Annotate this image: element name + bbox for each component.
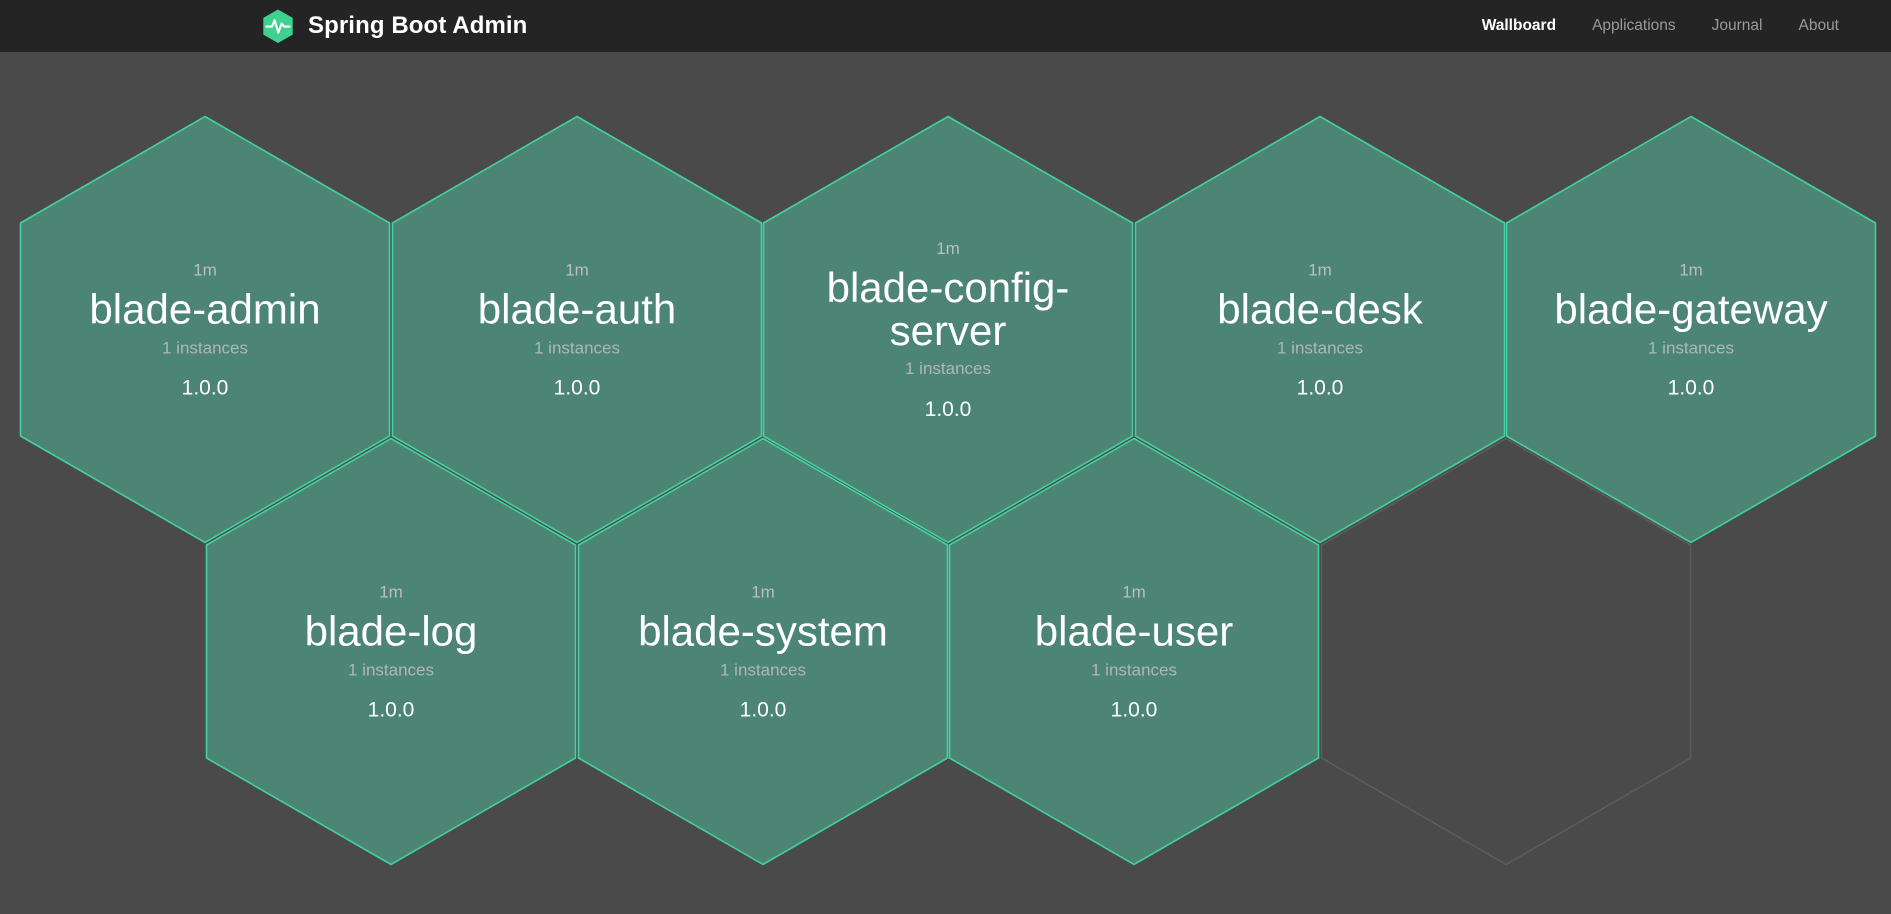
brand-title: Spring Boot Admin xyxy=(308,12,528,39)
nav-item-applications[interactable]: Applications xyxy=(1592,17,1676,35)
hexagon-shape xyxy=(391,115,763,544)
heartbeat-hexagon-logo-icon xyxy=(259,7,297,45)
nav-item-journal[interactable]: Journal xyxy=(1711,17,1763,35)
application-hexagon-blade-user[interactable]: 1m blade-user 1 instances 1.0.0 xyxy=(948,437,1320,866)
empty-hexagon-placeholder xyxy=(1320,437,1692,866)
hexagon-shape xyxy=(762,115,1134,544)
hexagon-outline-shape xyxy=(1320,437,1692,866)
hexagon-shape xyxy=(205,437,577,866)
top-navbar: Spring Boot Admin Wallboard Applications… xyxy=(0,0,1891,52)
brand-home-link[interactable]: Spring Boot Admin xyxy=(259,7,527,45)
hexagon-shape xyxy=(1505,115,1877,544)
nav-item-about[interactable]: About xyxy=(1798,17,1839,35)
hexagon-shape xyxy=(19,115,391,544)
hexagon-shape xyxy=(948,437,1320,866)
application-hexagon-blade-system[interactable]: 1m blade-system 1 instances 1.0.0 xyxy=(577,437,949,866)
application-hexagon-blade-log[interactable]: 1m blade-log 1 instances 1.0.0 xyxy=(205,437,577,866)
wallboard-grid: 1m blade-admin 1 instances 1.0.0 1m blad… xyxy=(0,52,1891,914)
nav-links: Wallboard Applications Journal About xyxy=(1482,18,1839,34)
hexagon-shape xyxy=(577,437,949,866)
hexagon-shape xyxy=(1134,115,1506,544)
nav-item-wallboard[interactable]: Wallboard xyxy=(1481,17,1557,35)
